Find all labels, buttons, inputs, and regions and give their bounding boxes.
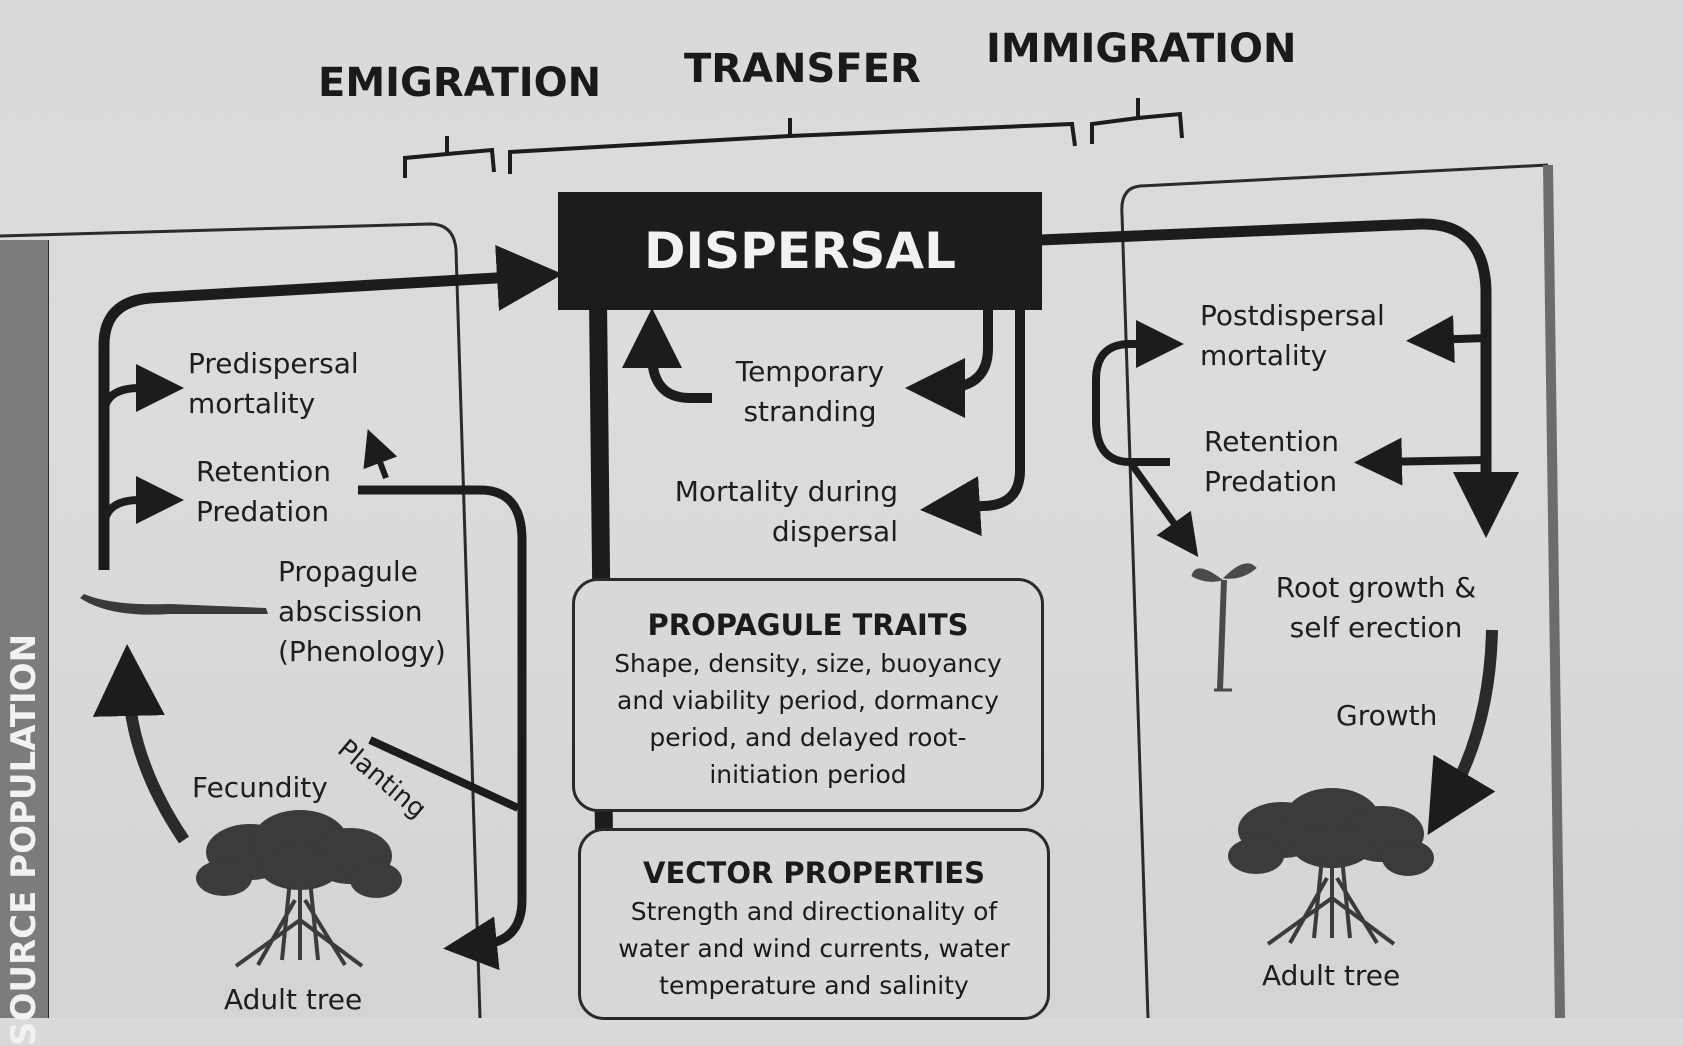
tree-icon-left [196,810,402,968]
propagule-icon [80,594,268,615]
arrow-postdispersal-loop [1092,320,1184,466]
postdispersal-label: Postdispersal mortality [1200,296,1385,376]
propagule-traits-box: PROPAGULE TRAITS Shape, density, size, b… [572,578,1044,812]
emigration-label: EMIGRATION [318,60,602,106]
abscission-label: Propagule abscission (Phenology) [278,552,446,672]
mortality-line-2: dispersal [771,515,898,548]
immigration-label: IMMIGRATION [986,26,1297,72]
temporary-stranding-label: Temporary stranding [720,352,900,432]
mortality-line-1: Mortality during [674,475,898,508]
root-growth-line-2: self erection [1289,611,1463,644]
emigration-bracket [403,136,496,178]
arrow-to-retention-right [1354,437,1487,486]
arrow-to-retention [100,476,184,529]
arrow-to-predispersal [100,364,184,416]
stranding-line-2: stranding [743,395,877,428]
predation-right: Predation [1204,465,1338,498]
retention-left: Retention [196,455,332,488]
propagule-traits-title: PROPAGULE TRAITS [647,608,969,642]
destination-frame-right [1543,164,1565,1018]
source-population-band: SOURCE POPULATION [0,240,48,1046]
predation-left: Predation [196,495,330,528]
retention-predation-left: Retention Predation [196,452,331,532]
arrow-to-seedling [1127,459,1199,558]
postdispersal-line-1: Postdispersal [1200,299,1385,332]
transfer-bracket [508,118,1077,174]
transfer-label: TRANSFER [684,46,921,92]
vector-properties-line-3: temperature and salinity [659,971,969,1000]
fecundity-label: Fecundity [192,771,328,804]
arrow-to-mortality [920,298,1025,537]
tree-icon-right [1228,788,1434,946]
root-growth-label: Root growth & self erection [1256,568,1496,648]
vector-properties-box: VECTOR PROPERTIES Strength and direction… [578,828,1050,1020]
planting-line [368,736,520,812]
vector-properties-title: VECTOR PROPERTIES [643,856,985,890]
seedling-icon [1191,563,1257,692]
adult-tree-right-label: Adult tree [1262,959,1401,992]
stranding-line-1: Temporary [735,355,885,388]
abscission-line-2: abscission [278,595,423,628]
arrow-to-stranding [905,298,993,418]
immigration-bracket [1090,98,1184,144]
vector-properties-line-1: Strength and directionality of [630,897,998,926]
arrow-source-to-dispersal [98,244,563,570]
propagule-traits-line-4: initiation period [709,760,907,789]
predispersal-line-1: Predispersal [188,347,359,380]
predispersal-line-2: mortality [188,387,316,420]
abscission-line-3: (Phenology) [278,635,446,668]
destination-frame [1120,163,1549,1018]
propagule-traits-line-2: and viability period, dormancy [617,686,999,715]
source-frame [0,222,482,1018]
root-growth-line-1: Root growth & [1275,571,1477,604]
source-population-label: SOURCE POPULATION [4,633,44,1046]
vector-properties-line-2: water and wind currents, water [618,934,1010,963]
postdispersal-line-2: mortality [1200,339,1328,372]
arrow-retention-up [363,429,398,480]
dispersal-box: DISPERSAL [558,192,1042,310]
retention-right: Retention [1204,425,1340,458]
propagule-traits-line-1: Shape, density, size, buoyancy [614,649,1002,678]
retention-predation-right: Retention Predation [1204,422,1339,502]
arrow-dispersal-to-destination [1039,218,1519,538]
abscission-line-1: Propagule [278,555,418,588]
propagule-traits-line-3: period, and delayed root- [649,723,967,752]
growth-label: Growth [1336,699,1438,732]
arrow-temporary-stranding-back [622,308,712,403]
predispersal-label: Predispersal mortality [188,344,359,424]
arrow-fecundity [92,644,189,844]
arrow-planting-loop [358,485,527,971]
arrow-to-postdispersal [1406,315,1487,364]
arrow-growth [1427,629,1498,835]
adult-tree-left-label: Adult tree [224,983,363,1016]
dispersal-diagram: EMIGRATION TRANSFER IMMIGRATION SOURCE P… [0,26,1565,1046]
mortality-during-dispersal-label: Mortality during dispersal [640,472,898,552]
